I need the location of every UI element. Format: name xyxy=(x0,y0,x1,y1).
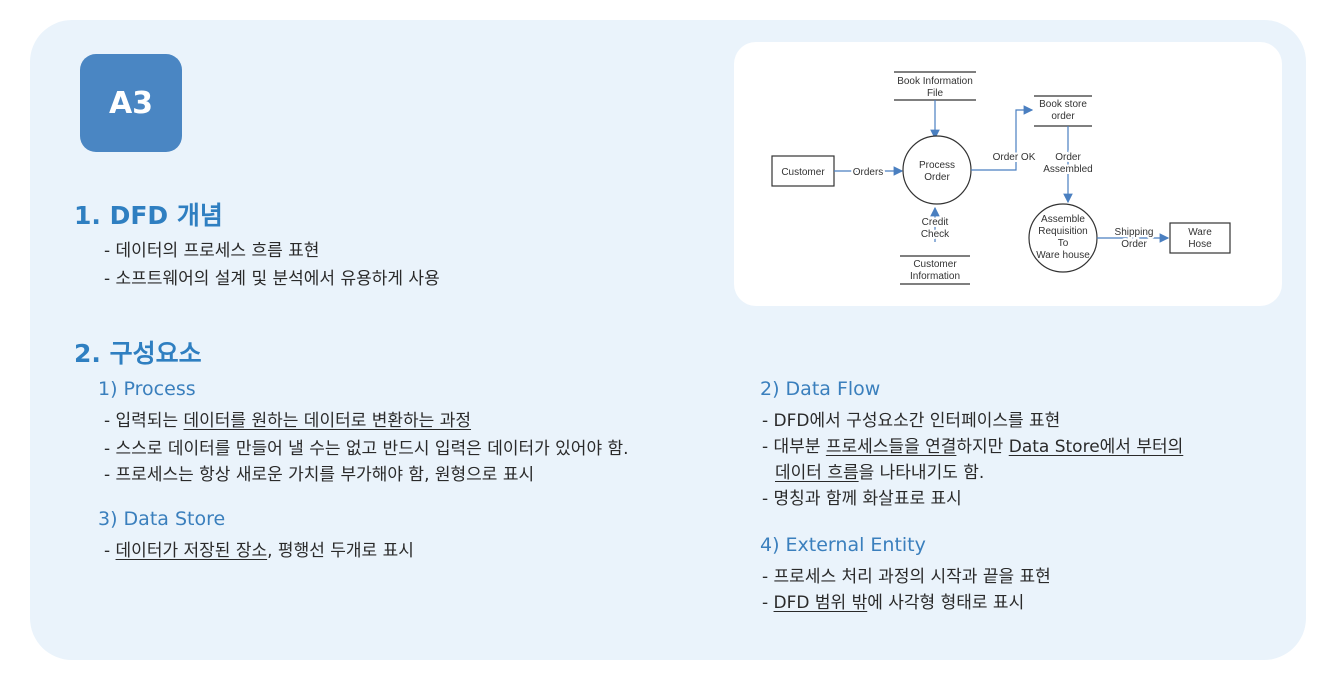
credit-label-2: Check xyxy=(921,229,950,240)
customer-info-label-2: Information xyxy=(910,271,960,282)
book-store-label-2: order xyxy=(1051,111,1075,122)
data-flow-line-4: - 명칭과 함께 화살표로 표시 xyxy=(762,489,962,509)
book-info-label-2: File xyxy=(927,88,944,99)
external-entity-line-2: - DFD 범위 밖에 사각형 형태로 표시 xyxy=(762,593,1025,613)
process-underlined: 데이터를 원하는 데이터로 변환하는 과정 xyxy=(183,411,472,431)
external-entity-title: 4) External Entity xyxy=(760,534,926,556)
assemble-label-2: Requisition xyxy=(1038,226,1087,237)
shipping-label-2: Order xyxy=(1121,239,1147,250)
entity-warehose xyxy=(1169,222,1231,254)
process-label-2: Order xyxy=(924,172,950,183)
data-flow-underlined-3: 데이터 흐름 xyxy=(775,463,859,483)
customer-label: Customer xyxy=(781,167,825,178)
data-store-book-information: Book Information File xyxy=(894,71,976,101)
assemble-label-3: To xyxy=(1058,238,1069,249)
data-flow-title: 2) Data Flow xyxy=(760,378,881,400)
process-line-2: - 스스로 데이터를 만들어 낼 수는 없고 반드시 입력은 데이터가 있어야 … xyxy=(104,439,629,459)
section-2-title: 2. 구성요소 xyxy=(74,339,202,368)
credit-label-1: Credit xyxy=(922,217,949,228)
dfd-diagram-card: Book Information File Customer Orders Pr… xyxy=(734,42,1282,306)
book-info-label-1: Book Information xyxy=(897,76,973,87)
order-ok-label: Order OK xyxy=(993,152,1036,163)
flow-order-ok xyxy=(971,105,1034,171)
external-entity-line-1: - 프로세스 처리 과정의 시작과 끝을 표현 xyxy=(762,567,1051,587)
external-entity-underlined: DFD 범위 밖 xyxy=(773,593,868,613)
process-label-1: Process xyxy=(919,160,955,171)
data-store-line-1: - 데이터가 저장된 장소, 평행선 두개로 표시 xyxy=(104,541,414,561)
order-assembled-label-2: Assembled xyxy=(1043,164,1092,175)
book-store-label-1: Book store xyxy=(1039,99,1087,110)
orders-label: Orders xyxy=(853,167,884,178)
data-store-title: 3) Data Store xyxy=(98,508,226,530)
shipping-label-1: Shipping xyxy=(1115,227,1154,238)
data-flow-line-3: 데이터 흐름을 나타내기도 함. xyxy=(775,463,985,483)
data-store-book-store-order: Book store order xyxy=(1034,95,1092,127)
data-flow-line-2: - 대부분 프로세스들을 연결하지만 Data Store에서 부터의 xyxy=(762,437,1184,457)
section-1-item-2: - 소프트웨어의 설계 및 분석에서 유용하게 사용 xyxy=(104,269,440,289)
entity-customer xyxy=(771,155,835,187)
section-1-item-1: - 데이터의 프로세스 흐름 표현 xyxy=(104,241,320,261)
dfd-diagram: Book Information File Customer Orders Pr… xyxy=(771,71,1231,285)
process-line-1: - 입력되는 데이터를 원하는 데이터로 변환하는 과정 xyxy=(104,411,472,431)
data-store-underlined: 데이터가 저장된 장소 xyxy=(115,541,268,561)
assemble-label-1: Assemble xyxy=(1041,214,1085,225)
process-line-3: - 프로세스는 항상 새로운 가치를 부가해야 함, 원형으로 표시 xyxy=(104,465,535,485)
warehose-label-2: Hose xyxy=(1188,239,1212,250)
section-1-title: 1. DFD 개념 xyxy=(74,201,223,230)
order-assembled-label-1: Order xyxy=(1055,152,1081,163)
section-badge: A3 xyxy=(80,54,182,152)
customer-info-label-1: Customer xyxy=(913,259,957,270)
assemble-label-4: Ware house xyxy=(1036,250,1090,261)
data-flow-line-1: - DFD에서 구성요소간 인터페이스를 표현 xyxy=(762,411,1061,431)
warehose-label-1: Ware xyxy=(1188,227,1212,238)
process-title: 1) Process xyxy=(98,378,196,400)
data-flow-underlined-2: Data Store에서 부터의 xyxy=(1008,437,1184,457)
data-flow-underlined-1: 프로세스들을 연결 xyxy=(825,437,957,457)
data-store-customer-information: Customer Information xyxy=(900,255,970,285)
